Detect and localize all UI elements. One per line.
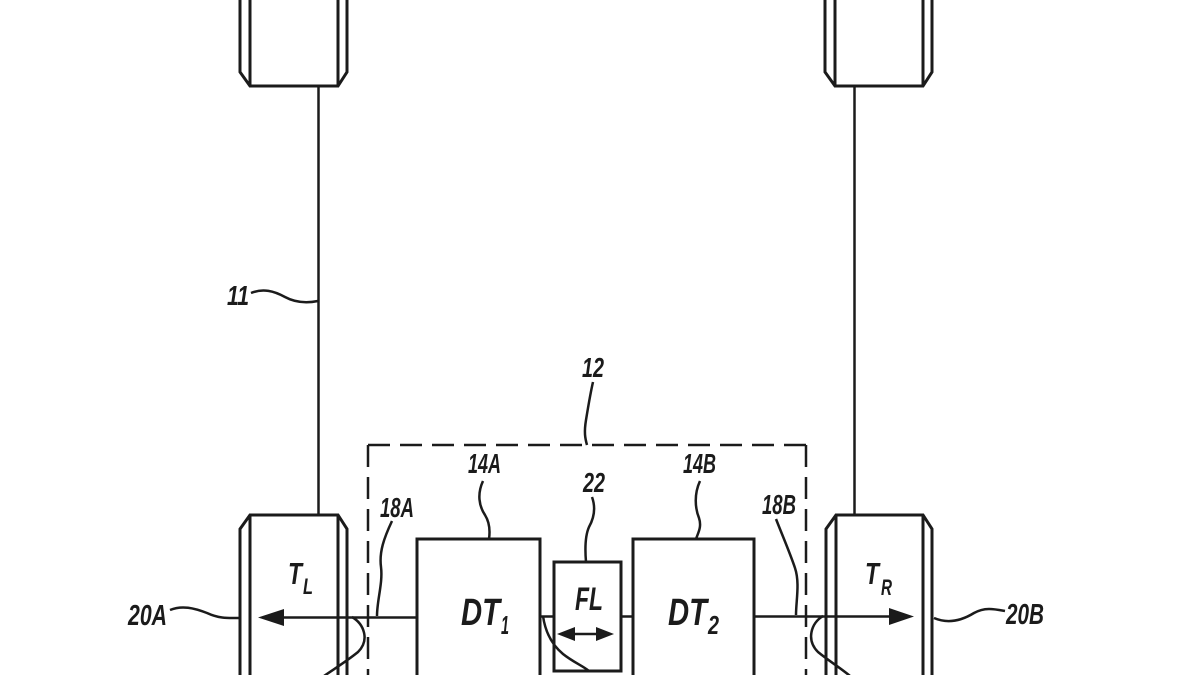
- label-20B: 20B: [1005, 599, 1044, 631]
- fl-double-arrow: [557, 627, 614, 641]
- leader-lower-right-cutoff: [809, 614, 851, 675]
- leader-20B: [933, 607, 1006, 623]
- leader-14B: [694, 480, 702, 540]
- dt1-box: [415, 537, 542, 675]
- torque-right-sub: R: [881, 575, 892, 600]
- label-fl: FL: [575, 581, 603, 617]
- torque-left-base: T: [288, 556, 304, 591]
- label-20A: 20A: [127, 600, 167, 632]
- leader-lower-fl-cutoff: [541, 615, 590, 672]
- dt2-base-text: DT: [668, 592, 709, 634]
- fl-arrowhead-right: [596, 627, 614, 641]
- label-torque-right: T R: [865, 556, 892, 600]
- fl-arrowhead-left: [557, 627, 575, 641]
- wheel-top-right: [823, 0, 934, 88]
- torque-arrow-right: [754, 608, 914, 625]
- label-12: 12: [582, 352, 604, 383]
- label-22: 22: [582, 467, 605, 498]
- wheel-bottom-right-outline: [824, 513, 934, 675]
- torque-arrow-left: [258, 609, 417, 626]
- leader-22: [584, 496, 596, 563]
- torque-right-base: T: [865, 556, 881, 591]
- leader-20A: [169, 606, 240, 620]
- wheel-top-left-outline: [238, 0, 349, 88]
- label-14B: 14B: [683, 448, 716, 479]
- dt2-box: [631, 537, 756, 675]
- dt2-sub-text: 2: [707, 610, 719, 640]
- drive-module-dashed-boundary: [366, 443, 808, 675]
- leader-lower-left-cutoff: [323, 615, 366, 675]
- leader-14A: [478, 480, 491, 540]
- right-arrowhead: [889, 608, 914, 625]
- leader-18A: [375, 520, 394, 617]
- label-11: 11: [227, 280, 249, 311]
- leader-18B: [774, 518, 799, 616]
- label-18B: 18B: [762, 489, 796, 520]
- label-dt2: DT 2: [668, 592, 719, 640]
- label-dt1: DT 1: [461, 592, 509, 640]
- leader-12: [583, 381, 595, 446]
- torque-left-sub: L: [303, 574, 313, 599]
- left-arrowhead: [258, 609, 284, 626]
- dt1-base-text: DT: [461, 592, 502, 634]
- wheel-bottom-left-outline: [238, 513, 349, 675]
- label-18A: 18A: [380, 492, 414, 523]
- wheel-top-right-outline: [823, 0, 934, 88]
- label-torque-left: T L: [288, 556, 313, 599]
- leader-11: [250, 289, 319, 304]
- wheel-bottom-right: [824, 513, 934, 675]
- wheel-top-left: [238, 0, 349, 88]
- label-14A: 14A: [468, 448, 501, 479]
- dt1-sub-text: 1: [501, 610, 509, 640]
- wheel-bottom-left: [238, 513, 349, 675]
